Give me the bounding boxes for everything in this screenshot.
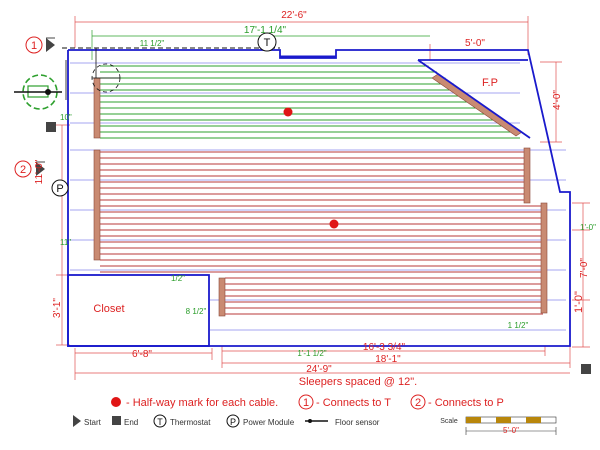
floor-sensor-detail bbox=[14, 60, 121, 110]
power-marker: P bbox=[51, 179, 69, 197]
legend-connects-p: - Connects to P bbox=[428, 397, 504, 409]
legend-half-way: - Half-way mark for each cable. bbox=[126, 397, 278, 409]
closet-label: Closet bbox=[93, 303, 124, 315]
legend-start-icon bbox=[73, 415, 81, 427]
dim-16: 16'-3 3/4" bbox=[363, 342, 406, 353]
legend-t-icon: T bbox=[157, 417, 163, 427]
dim-right-bottom-small: 1 1/2" bbox=[508, 321, 529, 330]
dim-closet-height: 3'-1" bbox=[52, 298, 63, 318]
dim-left-eleven: 11" bbox=[60, 238, 71, 247]
dim-thermostat-offset: 17'-1 1/4" bbox=[244, 25, 287, 36]
red-cable-zone bbox=[100, 151, 543, 315]
start-arrow-2 bbox=[36, 162, 45, 176]
sleepers-note: Sleepers spaced @ 12". bbox=[299, 376, 417, 388]
dim-24: 24'-9" bbox=[306, 364, 332, 375]
dim-right-one-small: 1'-0" bbox=[580, 223, 596, 232]
legend-connects-t: - Connects to T bbox=[316, 397, 391, 409]
sleepers bbox=[70, 62, 566, 331]
dim-overall-width: 22'-6" bbox=[281, 10, 307, 21]
power-marker-label: P bbox=[56, 183, 63, 195]
marker-one-label: 1 bbox=[31, 40, 37, 52]
dim-bottom-small: 1'-1 1/2" bbox=[297, 349, 326, 358]
dim-half-inch: 1/2" bbox=[171, 274, 185, 283]
thermostat-marker: T bbox=[257, 32, 277, 52]
end-marker-1 bbox=[46, 122, 56, 132]
dim-right-one-ft: 1'-0" bbox=[573, 291, 585, 313]
dim-eight-half: 8 1/2" bbox=[186, 307, 207, 316]
legend-power-module: Power Module bbox=[243, 418, 295, 427]
legend-p-icon: P bbox=[230, 417, 236, 427]
legend-half-way-dot bbox=[111, 397, 121, 407]
scale-label: Scale bbox=[440, 418, 458, 425]
legend-start: Start bbox=[84, 418, 102, 427]
dim-right-seven-ft: 7'-0" bbox=[579, 258, 590, 278]
dim-fp-depth: 4'-0" bbox=[552, 90, 563, 110]
scale-length: 5'-0" bbox=[503, 426, 519, 435]
dim-fp-width: 5'-0" bbox=[465, 38, 485, 49]
dim-left-ten: 10" bbox=[60, 113, 72, 122]
scale-bar: Scale 5'-0" bbox=[440, 416, 557, 435]
marker-two-label: 2 bbox=[20, 164, 26, 176]
legend-floor-sensor: Floor sensor bbox=[335, 418, 380, 427]
dim-left-eleven-ft: 11'-0" bbox=[34, 159, 45, 184]
dim-top-small: 11 1/2" bbox=[140, 39, 165, 48]
marker-two: 2 bbox=[14, 160, 45, 178]
dim-closet-width: 6'-8" bbox=[132, 349, 152, 360]
legend-one: 1 bbox=[303, 397, 309, 409]
legend-end-icon bbox=[112, 416, 121, 425]
half-way-mark-red bbox=[329, 219, 339, 229]
legend-end: End bbox=[124, 418, 138, 427]
legend-two: 2 bbox=[415, 397, 421, 409]
legend-row-2: Start End T Thermostat P Power Module Fl… bbox=[73, 414, 380, 428]
end-boards bbox=[93, 73, 548, 317]
thermostat-marker-label: T bbox=[264, 37, 271, 49]
marker-one: 1 bbox=[25, 36, 55, 54]
legend-thermostat: Thermostat bbox=[170, 418, 211, 427]
green-cable-zone bbox=[100, 65, 520, 139]
dim-18: 18'-1" bbox=[375, 354, 401, 365]
half-way-mark-green bbox=[283, 107, 293, 117]
start-arrow-1 bbox=[46, 38, 55, 52]
fireplace-label: F.P bbox=[482, 77, 498, 89]
legend-row-1: - Half-way mark for each cable. 1 - Conn… bbox=[111, 394, 504, 410]
end-marker-2 bbox=[581, 364, 591, 374]
